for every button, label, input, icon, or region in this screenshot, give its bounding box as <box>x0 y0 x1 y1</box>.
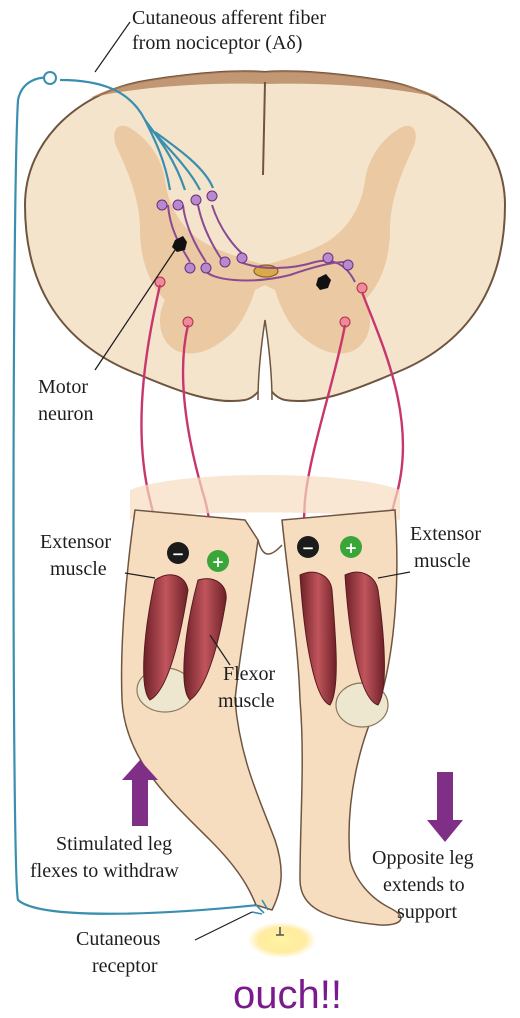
excitation-plus-icon: + <box>340 536 362 558</box>
dorsal-root-ganglion <box>44 72 56 84</box>
cutaneous-receptor-label-line1: Cutaneous <box>76 928 161 950</box>
excitation-plus-icon: + <box>207 550 229 572</box>
ouch-exclamation: ouch!! <box>233 973 342 1017</box>
inhibition-minus-icon: − <box>167 542 189 564</box>
stimulated-leg-label-line1: Stimulated leg <box>56 833 172 855</box>
extensor-left-label-line1: Extensor <box>40 531 111 553</box>
flexor-label-line2: muscle <box>218 690 275 712</box>
flexor-label-line1: Flexor <box>223 663 276 685</box>
opposite-leg-label-line2: extends to <box>383 874 465 896</box>
spinal-cord <box>25 71 505 401</box>
svg-text:+: + <box>345 539 358 557</box>
stimulated-leg-label-line2: flexes to withdraw <box>30 860 179 882</box>
down-arrow-icon <box>427 772 463 842</box>
opposite-leg-label-line3: support <box>397 901 457 923</box>
svg-text:−: − <box>172 545 185 563</box>
opposite-leg-label-line1: Opposite leg <box>372 847 474 869</box>
motor-neuron-label-line2: neuron <box>38 403 94 425</box>
cutaneous-receptor-label-line2: receptor <box>92 955 158 977</box>
afferent-fiber-label-line1: Cutaneous afferent fiber <box>132 7 326 29</box>
extensor-left-label-line2: muscle <box>50 558 107 580</box>
motor-neuron-label-line1: Motor <box>38 376 88 398</box>
afferent-fiber-label-line2: from nociceptor (Aδ) <box>132 32 302 54</box>
extensor-right-label-line2: muscle <box>414 550 471 572</box>
svg-text:+: + <box>212 553 225 571</box>
stimulus-glow <box>248 922 316 958</box>
extensor-right-label-line1: Extensor <box>410 523 481 545</box>
inhibition-minus-icon: − <box>297 536 319 558</box>
svg-text:−: − <box>302 539 315 557</box>
